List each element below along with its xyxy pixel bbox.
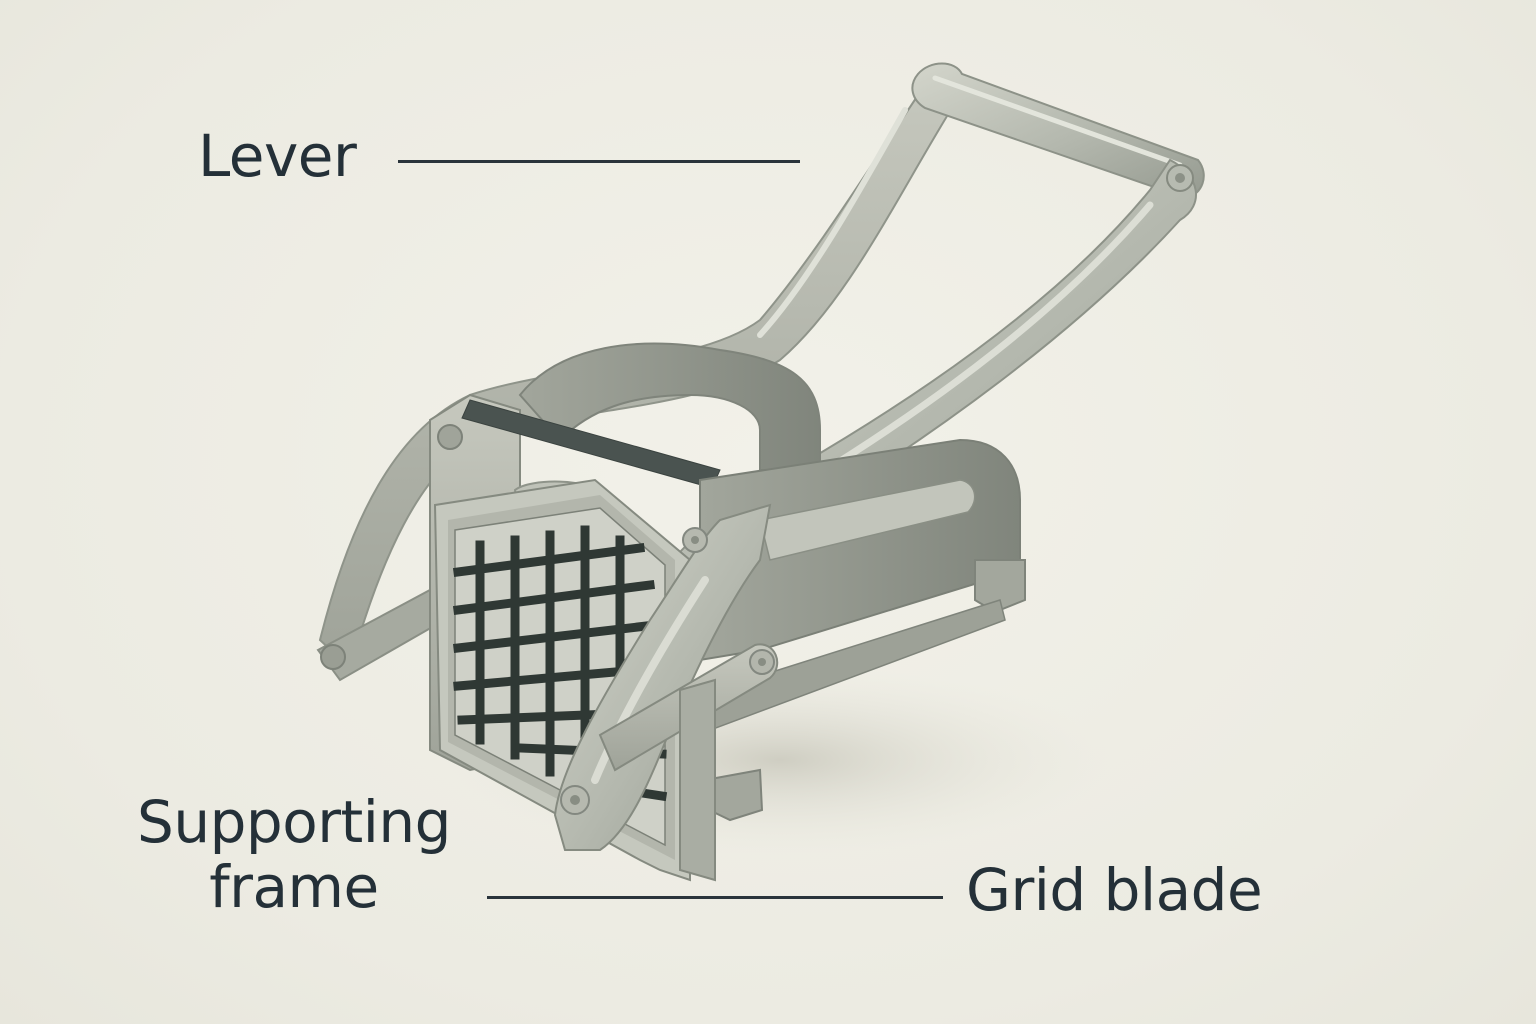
- leader-line-frame: [487, 896, 943, 899]
- label-supporting-frame-line1: Supporting: [137, 788, 451, 856]
- label-supporting-frame: Supporting frame: [110, 790, 478, 920]
- label-supporting-frame-line2: frame: [209, 852, 379, 921]
- leader-line-lever: [398, 160, 800, 163]
- label-grid-blade: Grid blade: [966, 856, 1263, 924]
- supporting-frame: [553, 503, 779, 882]
- lever-handle: [911, 62, 1205, 200]
- label-lever: Lever: [198, 122, 357, 190]
